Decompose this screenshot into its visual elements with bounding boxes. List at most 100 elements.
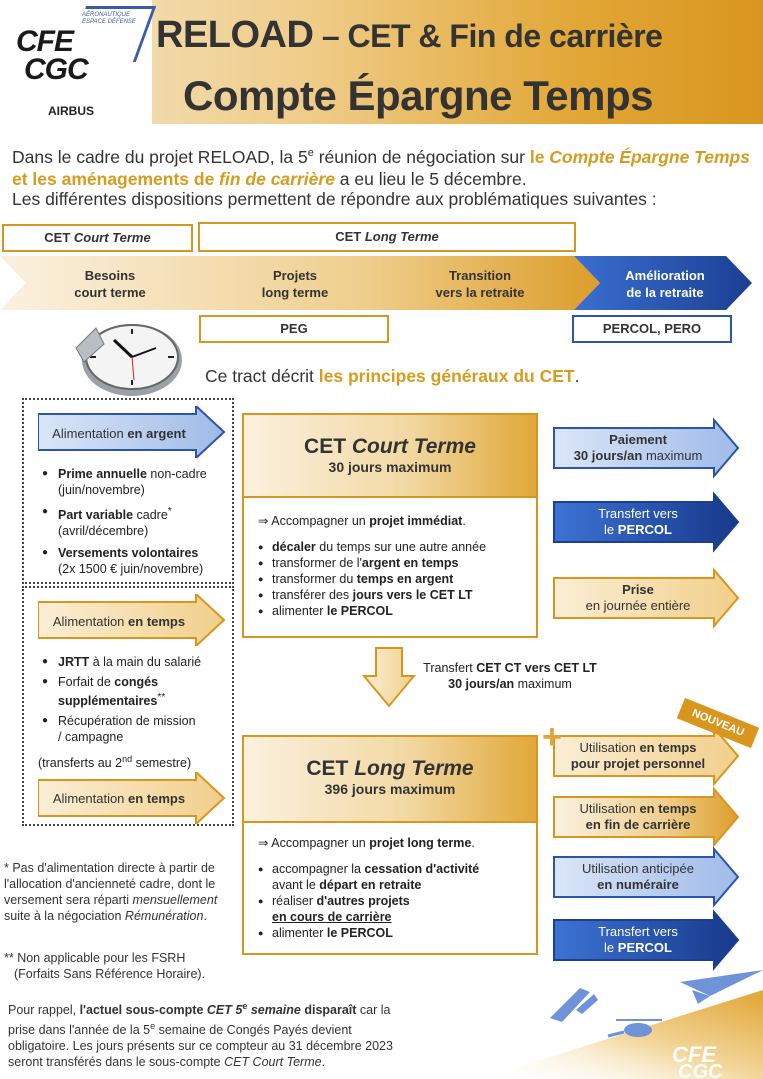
transfer-text: maximum [514, 677, 572, 691]
lead-text: . [471, 836, 475, 850]
bullet-text: (avril/décembre) [58, 524, 149, 539]
label-text: en journée entière [585, 598, 691, 613]
reminder-text: semaine de Congés Payés devient obligato… [8, 1023, 393, 1070]
drone-icon [550, 988, 598, 1022]
item-text: avant le [272, 878, 320, 892]
alim-temps-label: Alimentation en temps [44, 614, 194, 630]
alim-argent-arrow [38, 406, 226, 458]
lead-text: ⇒ Accompagner un [258, 514, 370, 528]
reminder-sup: e [242, 1001, 248, 1011]
title-reload: RELOAD [156, 14, 314, 56]
reminder-bold-italic: CET 5 [206, 1003, 243, 1018]
label-bold: PERCOL [617, 940, 672, 955]
label-text: Utilisation [579, 740, 640, 755]
clock-icon [75, 324, 182, 396]
footer-logo-cfe: CFE [672, 1042, 717, 1067]
alim-temps2-label: Alimentation en temps [44, 791, 194, 807]
bullet-text: à la main du salarié [89, 655, 202, 669]
footnote-italic: Rémunération [124, 909, 204, 923]
header-banner: AÉRONAUTIQUE ESPACE DÉFENSE CFE CGC AIRB… [0, 0, 763, 124]
alim-temps-arrow [38, 594, 226, 646]
cfe-cgc-logo: AÉRONAUTIQUE ESPACE DÉFENSE CFE CGC AIRB… [0, 0, 157, 124]
footer-decoration: CFE CGC [480, 970, 763, 1079]
item-text: alimenter [272, 926, 327, 940]
helicopter-icon [607, 1019, 662, 1038]
time-note: (transferts au 2nd semestre) [38, 751, 191, 771]
label-text: maximum [642, 448, 703, 463]
cet-ct-panel: CET Court Terme 30 jours maximum ⇒ Accom… [242, 413, 538, 638]
reminder-paragraph: Pour rappel, l'actuel sous-compte CET 5e… [8, 998, 408, 1070]
tract-highlight: les principes généraux du CET [318, 366, 575, 386]
cet-ct-title: CET Court Terme [244, 435, 536, 459]
cet-ct-header: CET Court Terme 30 jours maximum [244, 415, 536, 498]
label-bold: PERCOL [617, 522, 672, 537]
lead-bold: projet long terme [369, 836, 472, 850]
label-text: le [604, 522, 618, 537]
bullet-bold: Prime annuelle [58, 467, 147, 481]
cet-ct-subtitle: 30 jours maximum [328, 459, 452, 475]
band-arrow-blue [574, 256, 752, 310]
item-bold: temps en argent [356, 572, 454, 586]
tract-description: Ce tract décrit les principes généraux d… [205, 366, 579, 387]
cet-lt-lead: ⇒ Accompagner un projet long terme. [258, 835, 479, 851]
bullet-sup: * [167, 506, 172, 517]
cet-ct-label-italic: Court Terme [73, 230, 151, 245]
item-bold: en cours de carrière [272, 910, 392, 924]
intro-paragraph: Dans le cadre du projet RELOAD, la 5e ré… [12, 142, 757, 190]
list-item: accompagner la cessation d'activitéavant… [258, 861, 479, 893]
tract-text: Ce tract décrit [205, 366, 319, 386]
peg-box: PEG [199, 315, 389, 343]
label-text: Transfert vers [598, 924, 678, 939]
tract-text: . [574, 366, 580, 386]
reminder-text: . [321, 1055, 326, 1070]
title-italic: Court Terme [351, 435, 476, 458]
reminder-italic: CET Court Terme [224, 1055, 322, 1070]
reminder-text: Pour rappel, [8, 1003, 80, 1018]
percol-box: PERCOL, PERO [572, 315, 732, 343]
intro-highlight: le [529, 146, 550, 167]
list-item: transférer des jours vers le CET LT [258, 587, 486, 603]
bullet-text: (2x 1500 € juin/novembre) [58, 562, 204, 577]
footnote-text: suite à la négociation [4, 909, 125, 923]
intro-highlight: Compte Épargne Temps [549, 146, 750, 167]
reminder-bold: disparaît [300, 1003, 357, 1018]
reminder-bold: l'actuel sous-compte [79, 1003, 207, 1018]
logo-airbus: AIRBUS [48, 104, 95, 118]
cet-ct-label: CET [44, 230, 74, 245]
page-subtitle: Compte Épargne Temps [183, 72, 653, 119]
bullet-text: Récupération de mission / campagne [58, 714, 196, 745]
list-item: Forfait de congés supplémentaires** [42, 674, 224, 709]
label-text: Utilisation anticipée [581, 861, 694, 876]
list-item: transformer de l'argent en temps [258, 555, 486, 571]
bullet-text: (transferts au 2 [38, 756, 123, 771]
list-item: alimenter le PERCOL [258, 603, 486, 619]
label-bold: Paiement [609, 432, 667, 447]
bullet-text: non-cadre [146, 467, 207, 481]
intro-sup: e [307, 147, 314, 159]
intro-text: réunion de négociation sur [313, 146, 530, 167]
title-rest: CET & Fin de carrière [347, 18, 663, 54]
lead-text: ⇒ Accompagner un [258, 836, 370, 850]
right-arrow-projet-perso [553, 725, 740, 787]
cet-lt-box: CET Long Terme [198, 222, 576, 252]
logo-wing-text: AÉRONAUTIQUE ESPACE DÉFENSE [82, 12, 136, 25]
right-arrow-payment [553, 417, 740, 479]
label-bold: pour projet personnel [570, 756, 706, 771]
label-text: le [604, 940, 618, 955]
transfer-bold: CET CT vers CET LT [476, 661, 597, 675]
list-item: Part variable cadre*(avril/décembre) [42, 504, 229, 539]
page-title: RELOAD – CET & Fin de carrière [156, 14, 663, 57]
list-item: Récupération de mission / campagne [42, 713, 198, 745]
money-bullets: Prime annuelle non-cadre(juin/novembre) … [42, 466, 229, 577]
item-text: transformer de l' [272, 556, 362, 570]
item-bold: argent en temps [361, 556, 459, 570]
item-bold: départ en retraite [319, 878, 422, 892]
label-bold: en temps [639, 801, 697, 816]
bullet-bold: JRTT [58, 655, 90, 669]
